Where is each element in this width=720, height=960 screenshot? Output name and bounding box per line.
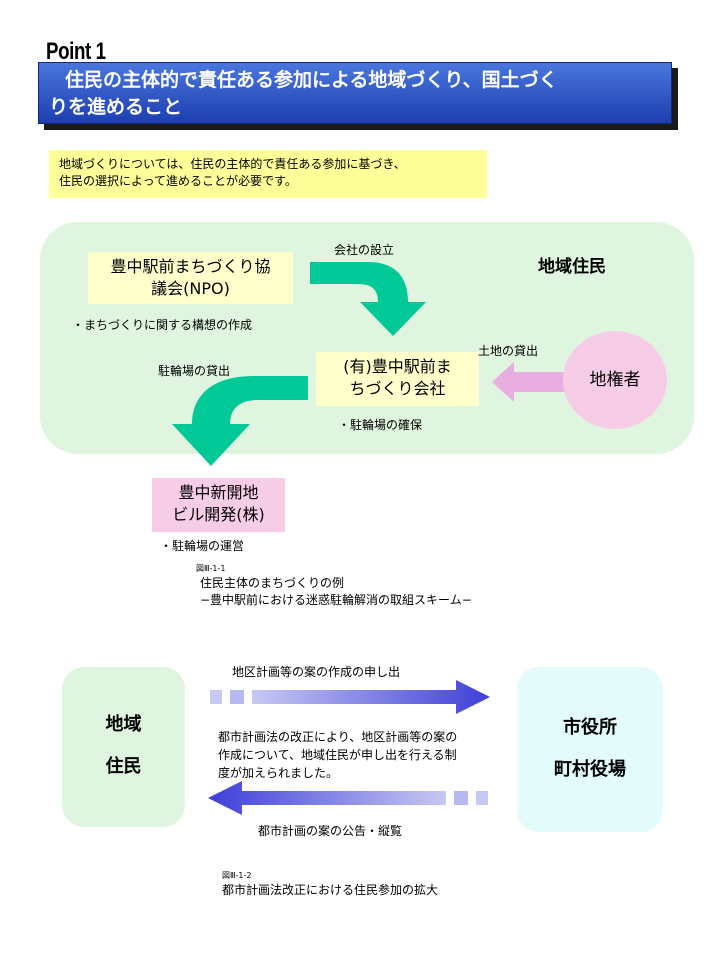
parking-lease-arrow: [172, 376, 308, 466]
residents-box: [62, 667, 185, 827]
company-setup-arrow: [310, 262, 426, 336]
note-line-1: 地域づくりについては、住民の主体的で責任ある参加に基づき、: [59, 157, 406, 171]
kyogikai-line-1: 豊中駅前まちづくり協: [110, 257, 271, 276]
arrow-company-label: 会社の設立: [334, 243, 395, 257]
law-amendment-text: 都市計画法の改正により、地区計画等の案の 作成について、地域住民が申し出を行える…: [218, 728, 457, 782]
kyogikai-line-2: 議会(NPO): [151, 279, 230, 298]
company-line-1: (有)豊中駅前ま: [343, 357, 452, 376]
landowner-node: 地権者: [563, 331, 667, 429]
title-line-2: りを進めること: [49, 96, 183, 118]
note-line-2: 住民の選択によって進めることが必要です。: [59, 174, 297, 188]
company-node: (有)豊中駅前ま ちづくり会社: [316, 352, 479, 406]
arrow-bottom-label: 都市計画の案の公告・縦覧: [258, 824, 403, 838]
arrow-land-label: 土地の貸出: [478, 344, 539, 358]
arrow-parking-label: 駐輪場の貸出: [158, 364, 231, 378]
building-line-1: 豊中新開地: [178, 483, 259, 502]
point-label: Point 1: [46, 38, 106, 65]
law-text-line-1: 都市計画法の改正により、地区計画等の案の: [218, 730, 458, 744]
municipality-line-1: 市役所: [563, 717, 617, 738]
title-line-1: 住民の主体的で責任ある参加による地域づくり、国土づく: [65, 69, 558, 91]
caption-1-line-2: −豊中駅前における迷惑駐輪解消の取組スキーム−: [200, 593, 472, 607]
municipality-line-2: 町村役場: [554, 759, 626, 780]
municipality-box: [517, 667, 663, 832]
residents-line-2: 住民: [105, 756, 142, 777]
kyogikai-note: ・まちづくりに関する構想の作成: [72, 318, 253, 332]
law-text-line-3: 度が加えられました。: [218, 766, 339, 780]
proposal-arrow: [210, 680, 490, 714]
resident-region-label: 地域住民: [538, 257, 606, 277]
law-text-line-2: 作成について、地域住民が申し出を行える制: [218, 748, 457, 762]
building-line-2: ビル開発(株): [172, 505, 265, 524]
figure-number-2: 図Ⅲ-1-2: [222, 871, 252, 880]
summary-note: 地域づくりについては、住民の主体的で責任ある参加に基づき、 住民の選択によって進…: [49, 150, 487, 198]
figure-number-1: 図Ⅲ-1-1: [196, 564, 226, 573]
residents-label: 地域 住民: [62, 704, 185, 788]
caption-1-line-1: 住民主体のまちづくりの例: [200, 576, 345, 590]
arrow-top-label: 地区計画等の案の作成の申し出: [232, 665, 401, 679]
building-company-node: 豊中新開地 ビル開発(株): [152, 478, 285, 532]
company-note: ・駐輪場の確保: [338, 418, 423, 432]
residents-line-1: 地域: [105, 714, 142, 735]
public-notice-arrow: [208, 781, 488, 815]
building-note: ・駐輪場の運営: [160, 539, 245, 553]
municipality-label: 市役所 町村役場: [517, 707, 663, 791]
caption-2: 都市計画法改正における住民参加の拡大: [222, 883, 439, 897]
company-line-2: ちづくり会社: [349, 379, 446, 398]
page-title: 住民の主体的で責任ある参加による地域づくり、国土づく りを進めること: [38, 62, 672, 124]
kyogikai-node: 豊中駅前まちづくり協 議会(NPO): [88, 252, 293, 304]
